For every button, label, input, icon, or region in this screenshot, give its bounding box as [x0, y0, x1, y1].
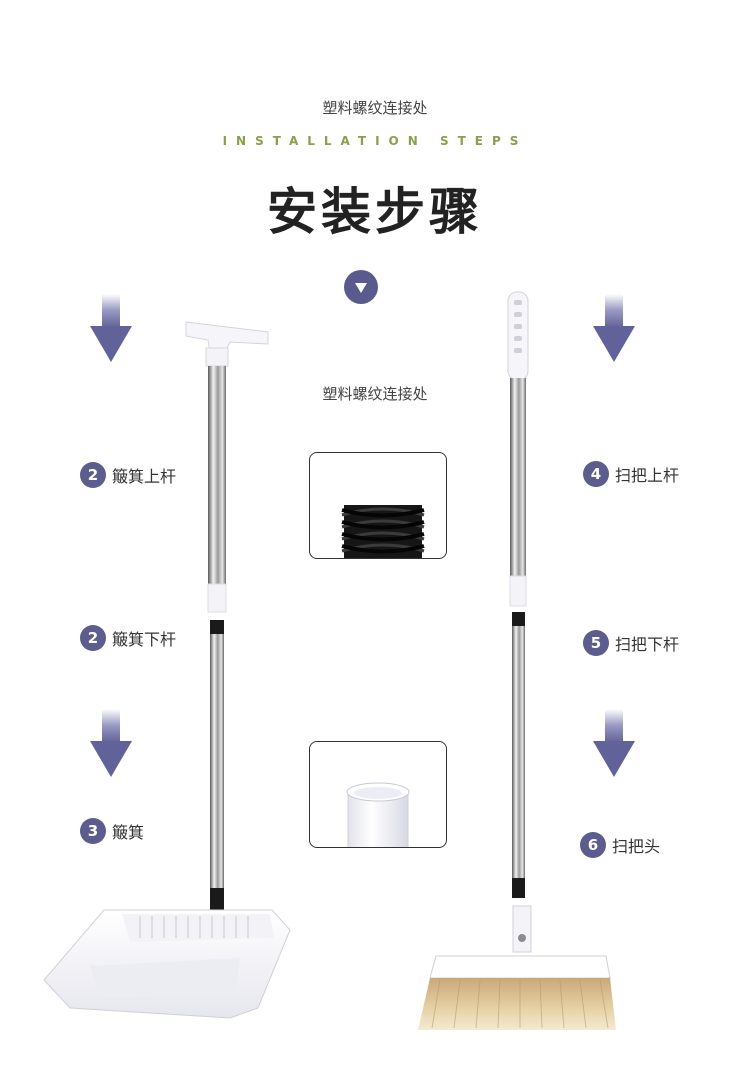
step-label: 簸箕上杆: [112, 467, 177, 486]
step-broom-lower-pole: 5 扫把下杆: [583, 630, 679, 656]
detail-label: 塑料螺纹连接处: [322, 385, 428, 403]
step-number-badge: 4: [583, 461, 609, 487]
chevron-down-icon: [344, 270, 378, 304]
socket-detail-image: [309, 741, 447, 848]
step-label: 扫把头: [612, 837, 661, 856]
dustpan-illustration: [43, 321, 291, 1019]
step-number-badge: 2: [80, 462, 106, 488]
step-number-badge: 5: [583, 630, 609, 656]
header-english-title: INSTALLATION STEPS: [222, 134, 528, 148]
down-arrow-icon: [90, 294, 132, 362]
step-label: 扫把上杆: [615, 466, 680, 485]
down-arrow-icon: [90, 709, 132, 777]
step-dustpan-upper-pole: 2 簸箕上杆: [80, 462, 176, 488]
header-subtitle: 塑料螺纹连接处: [322, 99, 428, 117]
step-broom-head: 6 扫把头: [580, 832, 660, 858]
step-number-badge: 2: [80, 625, 106, 651]
down-arrow-icon: [593, 709, 635, 777]
step-dustpan-lower-pole: 2 簸箕下杆: [80, 625, 176, 651]
page-title: 安装步骤: [267, 183, 483, 241]
down-arrow-icon: [593, 294, 635, 362]
step-number-badge: 6: [580, 832, 606, 858]
step-label: 簸箕下杆: [112, 630, 177, 649]
thread-detail-image: [309, 452, 447, 559]
step-dustpan: 3 簸箕: [80, 818, 144, 844]
step-label: 簸箕: [112, 823, 145, 842]
step-label: 扫把下杆: [615, 635, 680, 654]
step-broom-upper-pole: 4 扫把上杆: [583, 461, 679, 487]
step-number-badge: 3: [80, 818, 106, 844]
broom-illustration: [418, 291, 616, 1030]
